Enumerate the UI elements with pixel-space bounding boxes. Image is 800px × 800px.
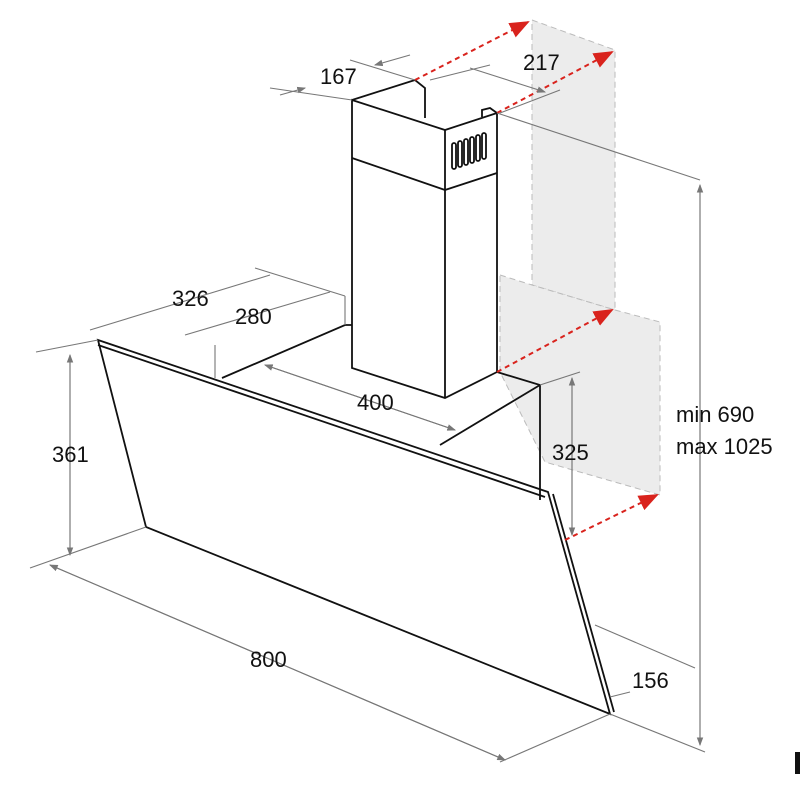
dim-bracket-height: 325 <box>552 440 589 465</box>
dim-body-depth-inner: 280 <box>235 304 272 329</box>
airflow-arrow <box>414 21 530 81</box>
airflow-arrow <box>564 494 659 541</box>
dim-body-depth-outer: 326 <box>172 286 209 311</box>
vent-slots-icon <box>451 132 487 170</box>
edge-mark <box>795 752 800 774</box>
chimney <box>351 78 498 399</box>
dim-panel-offset: 156 <box>632 668 669 693</box>
dim-panel-width: 800 <box>250 647 287 672</box>
dim-chimney-width: 217 <box>523 50 560 75</box>
dim-height-max: max 1025 <box>676 434 773 459</box>
dim-panel-height: 361 <box>52 442 89 467</box>
dim-height-min: min 690 <box>676 402 754 427</box>
dim-body-width: 400 <box>357 390 394 415</box>
airflow-arrow <box>496 51 614 114</box>
airflow-arrow <box>496 309 614 373</box>
dim-chimney-depth: 167 <box>320 64 357 89</box>
dimension-lines <box>29 54 706 763</box>
